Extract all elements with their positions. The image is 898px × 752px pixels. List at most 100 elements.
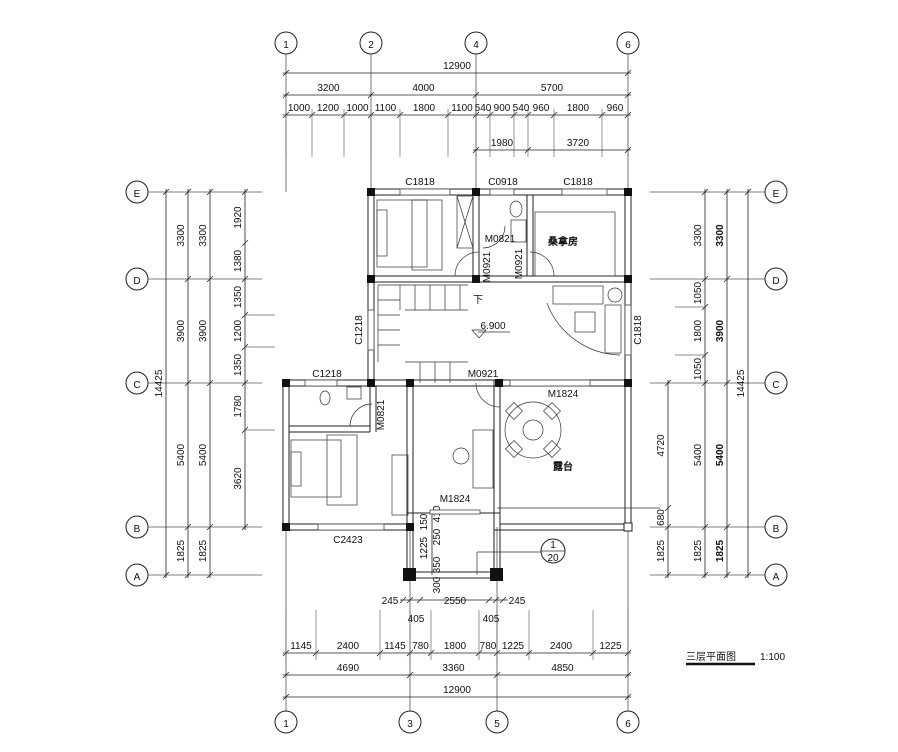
axis-bubble [616,710,640,734]
dimension-label: 3200 [317,83,340,94]
elevation-marker-icon [471,329,487,339]
dimension-label: 250 [432,528,443,545]
axis-label: E [773,189,780,200]
bed-icon [290,439,342,498]
dimension-tick [206,379,214,387]
dimension-tick [416,596,424,604]
dimension-tick [624,693,632,701]
dimension-tick [472,146,480,154]
axis-bubble [125,180,149,204]
dimension-label: 1350 [233,353,244,376]
dimension-label: 300 [432,576,443,593]
dimension-label: 1920 [233,206,244,229]
dimension-label: 1800 [693,319,704,342]
dimension-tick [493,671,501,679]
dimension-tick [206,523,214,531]
dimension-label: 780 [480,641,497,652]
door-label: M0821 [376,399,387,430]
window-label: C1818 [405,177,435,188]
dimension-label: 900 [494,103,511,114]
dimension-label: 1800 [444,641,467,652]
dimension-tick [282,671,290,679]
dimension-label: 1225 [502,641,525,652]
dimension-label: 2400 [550,641,573,652]
dimension-tick [406,671,414,679]
window-label: C1218 [354,315,365,345]
dimension-label: 14425 [736,369,747,397]
toilet-icon [319,390,331,406]
sink-icon [510,219,527,243]
axis-bubble [274,710,298,734]
dimension-label: 5400 [715,443,726,466]
window-label: C1218 [312,369,342,380]
dimension-label: 14425 [154,369,165,397]
axis-label: 6 [625,40,631,51]
dimension-tick [723,571,731,579]
dimension-tick [624,69,632,77]
window-label: C2423 [333,535,363,546]
elevation-label: 6.900 [480,321,505,332]
dimension-label: 1145 [290,641,312,652]
axis-label: E [134,189,141,200]
dimension-label: 3300 [715,224,726,247]
dimension-tick [723,275,731,283]
dimension-tick [206,571,214,579]
dimension-label: 2400 [337,641,360,652]
dimension-tick [664,379,672,387]
dimension-label: 1200 [317,103,340,114]
axis-label: A [773,572,780,583]
coffee-table-icon [574,311,596,333]
dimension-tick [282,693,290,701]
window-label: C1818 [633,315,644,345]
axis-bubble [764,563,788,587]
dimension-label: 4000 [412,83,435,94]
rug-outline [546,302,621,356]
axis-label: D [772,276,779,287]
dimension-tick [624,146,632,154]
dimension-tick [241,379,249,387]
dimension-label: 1825 [198,539,209,562]
axis-label: D [133,276,140,287]
axis-bubble [464,31,488,55]
axis-bubble [764,180,788,204]
detail-leader [476,551,541,575]
dimension-label: 12900 [443,61,471,72]
dimension-label: 1200 [233,319,244,342]
dimension-label: 3300 [693,224,704,247]
dimension-tick [701,523,709,531]
dimension-tick [241,523,249,531]
dimension-label: 405 [408,614,425,625]
door-label: M0921 [514,248,525,279]
dimension-label: 1100 [375,103,397,114]
dimension-tick [367,91,375,99]
furniture [290,195,623,516]
dimension-label: 1825 [176,539,187,562]
dimension-tick [206,275,214,283]
axis-label: 1 [283,719,289,730]
dimension-label: 1800 [413,103,436,114]
dimension-tick [744,571,752,579]
axis-bubble [485,710,509,734]
dimension-label: 5400 [198,443,209,466]
door-label: M1824 [440,494,471,505]
dimension-tick [206,188,214,196]
dimension-tick [162,571,170,579]
sofa-icon [552,285,604,305]
dimension-tick [162,188,170,196]
door-label: M0821 [485,234,516,245]
dining-table-icon [504,401,562,459]
dimension-tick [723,188,731,196]
detail-sheet: 20 [547,553,559,564]
dimension-tick [499,596,507,604]
room-label-terrace: 露台 [553,460,573,473]
axis-bubble [125,515,149,539]
dimension-tick [184,379,192,387]
axis-label: 5 [494,719,500,730]
dimension-label: 4850 [551,663,574,674]
axis-bubble [274,31,298,55]
dimension-label: 5400 [693,443,704,466]
dimension-tick [524,146,532,154]
door-label: M0921 [468,369,499,380]
